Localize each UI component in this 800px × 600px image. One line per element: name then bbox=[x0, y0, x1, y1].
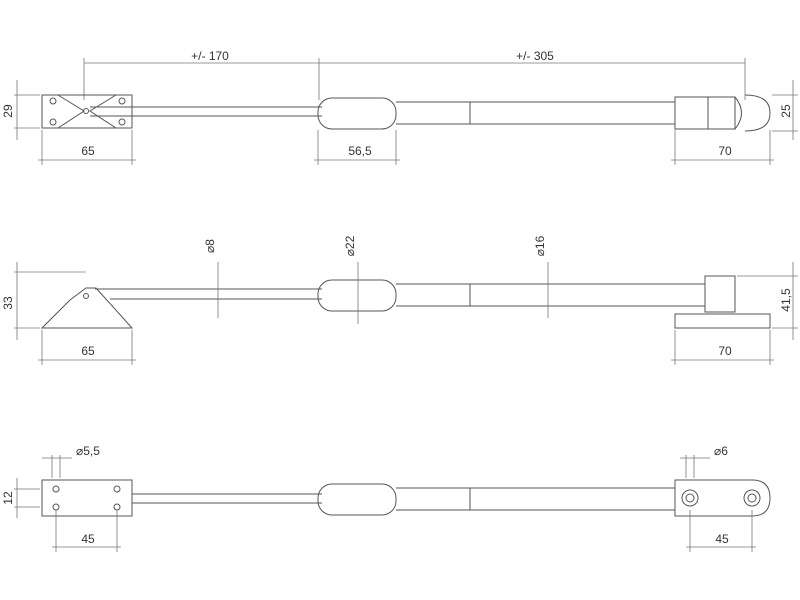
bottom-dia-holes-left: ⌀5,5 bbox=[76, 444, 100, 458]
top-dim-height-right: 25 bbox=[779, 104, 793, 118]
side-left-bracket bbox=[40, 287, 134, 329]
bottom-right-plate bbox=[674, 479, 771, 517]
top-dim-overall-left: +/- 170 bbox=[191, 49, 229, 63]
bottom-dim-holes-right: 45 bbox=[715, 532, 729, 546]
bottom-dia-holes-right: ⌀6 bbox=[714, 444, 728, 458]
side-dim-bracket-left: 65 bbox=[81, 344, 95, 358]
bottom-dim-height-left: 12 bbox=[1, 491, 15, 505]
top-sleeve bbox=[317, 97, 397, 130]
side-dim-height-left: 33 bbox=[1, 296, 15, 310]
top-dim-bracket-right: 70 bbox=[718, 144, 732, 158]
bottom-dim-holes-left: 45 bbox=[81, 532, 95, 546]
top-dim-height-left: 29 bbox=[1, 104, 15, 118]
side-dia-rod: ⌀8 bbox=[203, 239, 217, 253]
side-right-bracket-post bbox=[704, 275, 736, 313]
side-dim-bracket-right: 70 bbox=[718, 344, 732, 358]
top-view: +/- 170 +/- 305 29 25 bbox=[1, 49, 798, 165]
top-dim-bracket-left: 65 bbox=[81, 144, 95, 158]
top-dim-overall-right: +/- 305 bbox=[516, 49, 554, 63]
top-left-bracket bbox=[41, 94, 133, 129]
bottom-sleeve bbox=[317, 483, 397, 516]
top-dim-sleeve: 56,5 bbox=[348, 144, 372, 158]
side-dia-tube: ⌀16 bbox=[533, 235, 547, 256]
side-right-bracket-plate bbox=[674, 313, 771, 329]
bottom-left-plate bbox=[41, 479, 133, 517]
side-view: ⌀8 ⌀22 ⌀16 33 41,5 65 70 bbox=[1, 235, 798, 365]
side-dim-height-right: 41,5 bbox=[779, 288, 793, 312]
top-right-bracket bbox=[674, 96, 736, 130]
side-dia-sleeve: ⌀22 bbox=[343, 235, 357, 256]
bottom-view: ⌀5,5 ⌀6 12 45 45 bbox=[1, 444, 771, 552]
side-sleeve bbox=[317, 279, 397, 312]
